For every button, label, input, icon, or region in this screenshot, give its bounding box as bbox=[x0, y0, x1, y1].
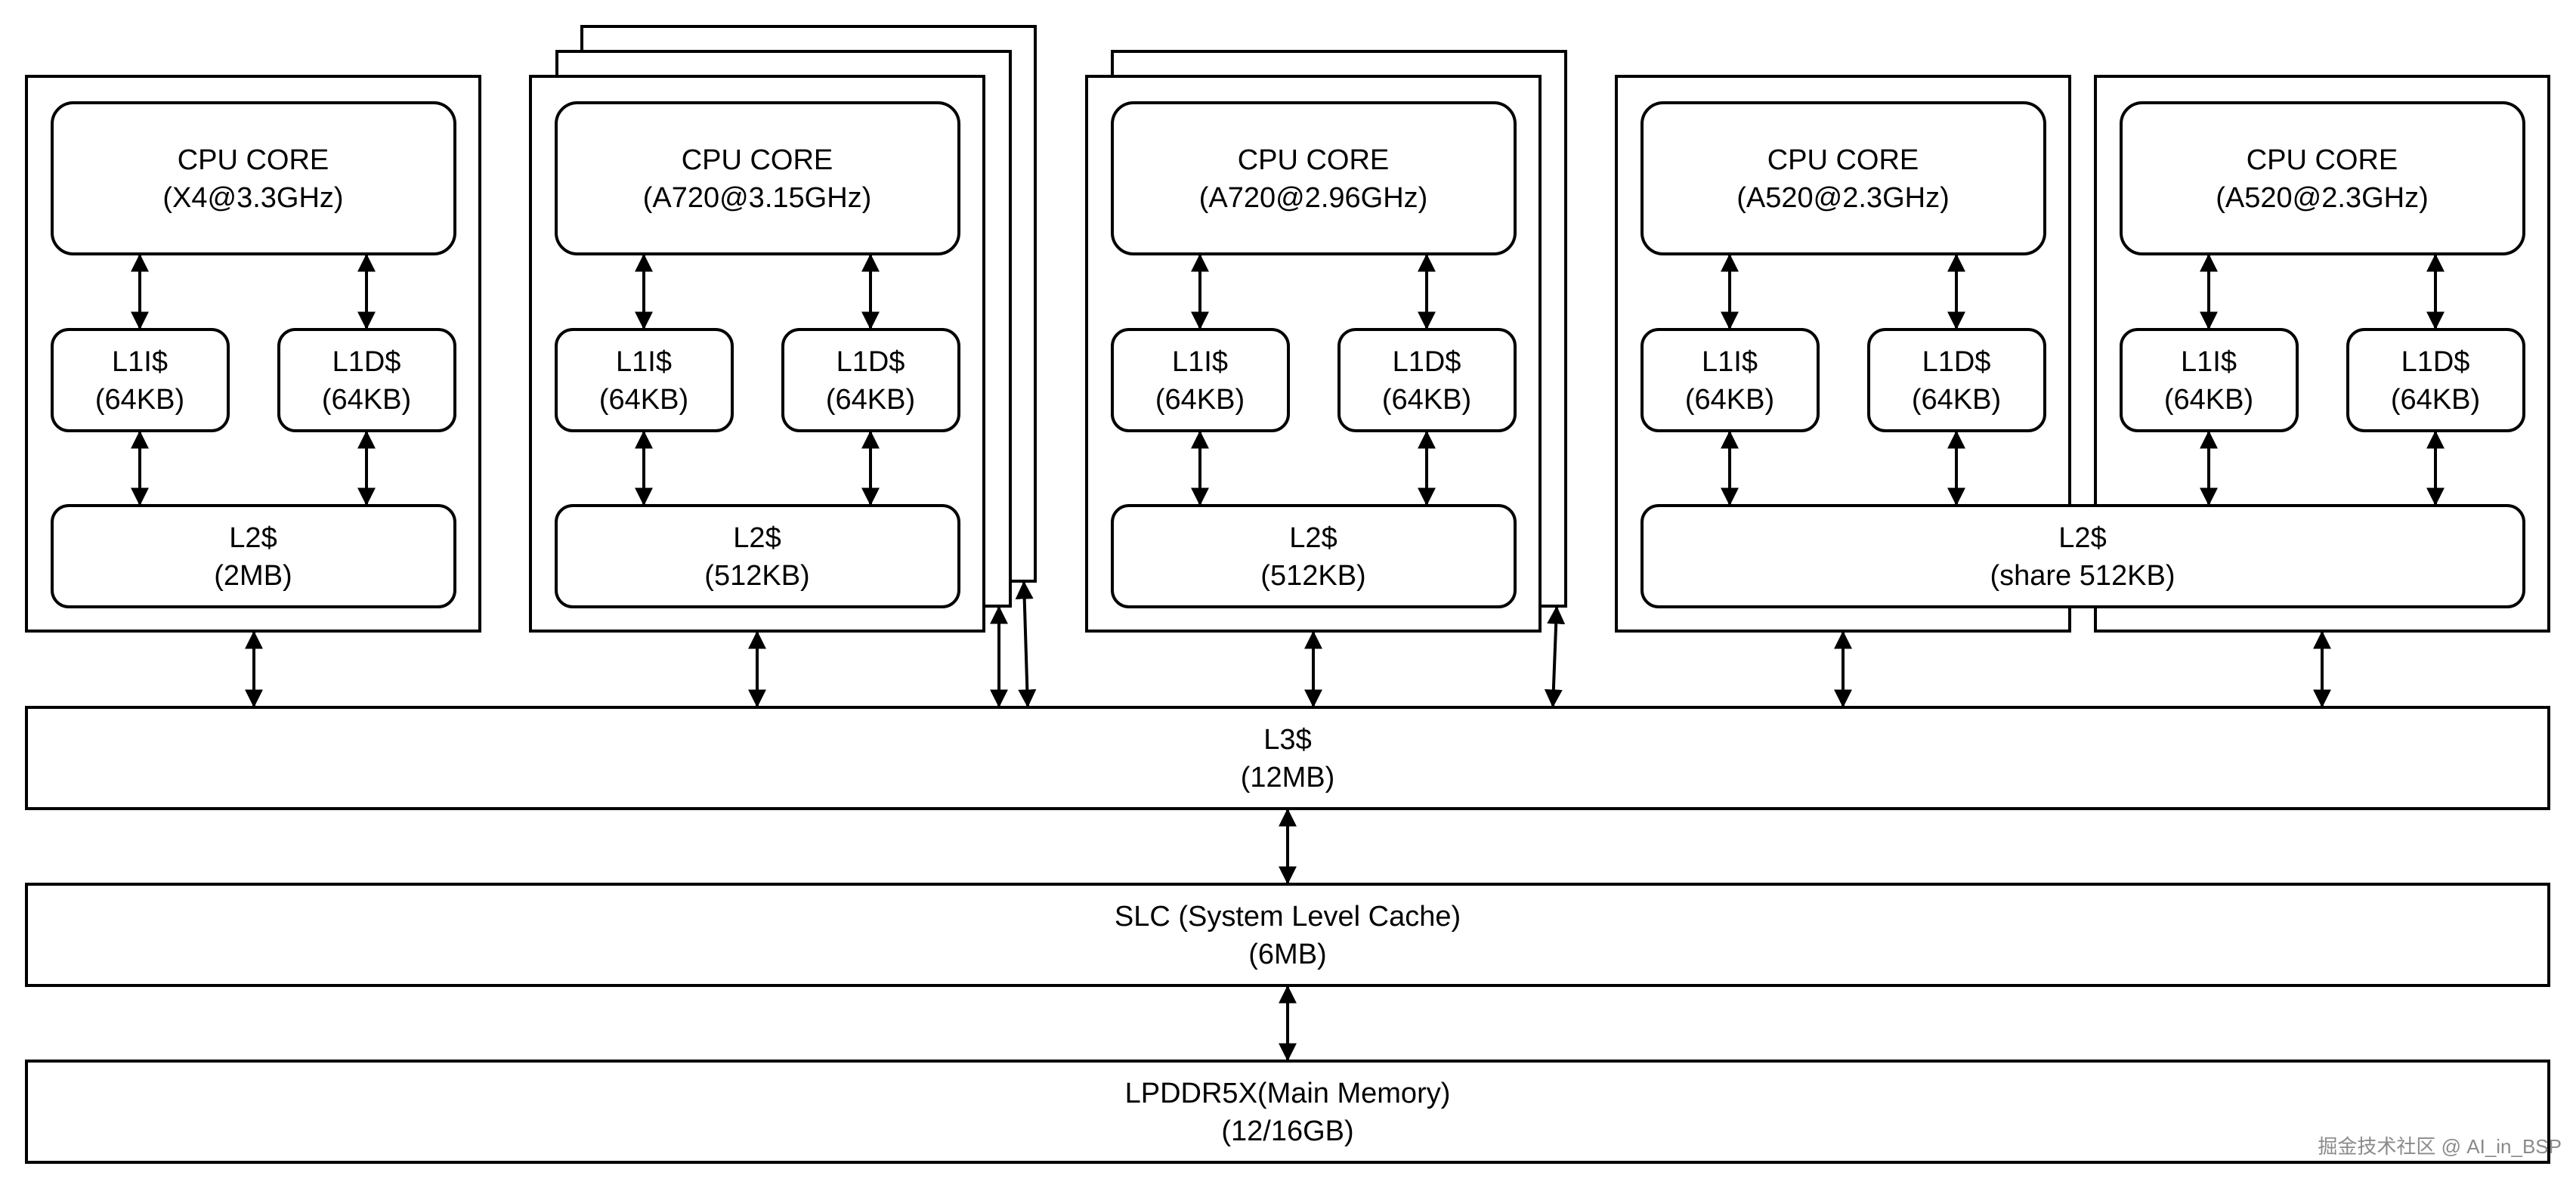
l1i-cache-label: L1I$ bbox=[2181, 346, 2237, 378]
shared-l2-cache-label: L2$ bbox=[2058, 522, 2106, 554]
main-memory-size: (12/16GB) bbox=[1221, 1115, 1353, 1147]
l1i-cache-size: (64KB) bbox=[599, 384, 688, 416]
system-level-cache: SLC (System Level Cache) (6MB) bbox=[25, 883, 2550, 987]
l1i-cache-label: L1I$ bbox=[1702, 346, 1758, 378]
l3-cache-label: L3$ bbox=[1263, 724, 1311, 756]
l2-cache-size: (2MB) bbox=[214, 560, 292, 592]
l2-cache-label: L2$ bbox=[229, 522, 277, 554]
cluster-x4: CPU CORE (X4@3.3GHz) L1I$ (64KB) L1D$ (6… bbox=[25, 75, 481, 633]
arrow-cluster-l3 bbox=[1544, 605, 1566, 708]
l2-cache-size: (512KB) bbox=[704, 560, 809, 592]
cpu-core-label: CPU CORE bbox=[682, 144, 833, 176]
cpu-core-spec: (A720@3.15GHz) bbox=[643, 182, 872, 214]
slc-box bbox=[25, 883, 2550, 987]
l1d-cache-size: (64KB) bbox=[2391, 384, 2480, 416]
cpu-core-box bbox=[1111, 101, 1517, 255]
l1i-cache-size: (64KB) bbox=[2164, 384, 2253, 416]
connector-arrows bbox=[131, 253, 2445, 1062]
main-memory-box bbox=[25, 1060, 2550, 1164]
cpu-core-spec: (A520@2.3GHz) bbox=[2216, 182, 2428, 214]
cluster-a720-2-96: CPU CORE (A720@2.96GHz) L1I$ (64KB) L1D$… bbox=[1085, 75, 1542, 633]
l1d-cache-label: L1D$ bbox=[1393, 346, 1461, 378]
cpu-core-box bbox=[51, 101, 456, 255]
slc-label: SLC (System Level Cache) bbox=[1115, 901, 1461, 933]
cpu-core-label: CPU CORE bbox=[178, 144, 329, 176]
l1d-cache-label: L1D$ bbox=[1922, 346, 1991, 378]
l1i-cache-label: L1I$ bbox=[616, 346, 672, 378]
watermark: 掘金技术社区 @ AI_in_BSP bbox=[2318, 1135, 2562, 1158]
l1i-cache-size: (64KB) bbox=[1685, 384, 1774, 416]
cpu-core-spec: (A720@2.96GHz) bbox=[1199, 182, 1428, 214]
l1i-cache-size: (64KB) bbox=[1155, 384, 1245, 416]
cluster-a720-3-15: CPU CORE (A720@3.15GHz) L1I$ (64KB) L1D$… bbox=[529, 75, 985, 633]
l3-cache-box bbox=[25, 706, 2550, 810]
cpu-core-spec: (X4@3.3GHz) bbox=[162, 182, 343, 214]
cpu-core-label: CPU CORE bbox=[1767, 144, 1919, 176]
cpu-core-box bbox=[555, 101, 960, 255]
l2-cache-label: L2$ bbox=[1289, 522, 1337, 554]
main-memory-label: LPDDR5X(Main Memory) bbox=[1125, 1078, 1451, 1109]
arrow-cluster-l3 bbox=[1015, 580, 1037, 708]
l2-cache-size: (512KB) bbox=[1260, 560, 1365, 592]
l1d-cache-label: L1D$ bbox=[2401, 346, 2470, 378]
l1d-cache-label: L1D$ bbox=[332, 346, 401, 378]
cpu-core-label: CPU CORE bbox=[2247, 144, 2398, 176]
l2-cache-label: L2$ bbox=[733, 522, 781, 554]
l1d-cache-size: (64KB) bbox=[826, 384, 915, 416]
slc-size: (6MB) bbox=[1248, 939, 1326, 970]
l2-cache-box bbox=[1111, 504, 1517, 608]
main-memory: LPDDR5X(Main Memory) (12/16GB) bbox=[25, 1060, 2550, 1164]
l1d-cache-size: (64KB) bbox=[322, 384, 411, 416]
l2-cache-box bbox=[51, 504, 456, 608]
l1i-cache-size: (64KB) bbox=[95, 384, 184, 416]
l1d-cache-size: (64KB) bbox=[1912, 384, 2001, 416]
shared-l2-cache-size: (share 512KB) bbox=[1990, 560, 2175, 592]
shared-l2-cache: L2$ (share 512KB) bbox=[1641, 504, 2525, 608]
cpu-core-label: CPU CORE bbox=[1238, 144, 1390, 176]
cpu-core-box bbox=[1641, 101, 2046, 255]
l2-cache-box bbox=[555, 504, 960, 608]
l1d-cache-size: (64KB) bbox=[1382, 384, 1471, 416]
l3-cache: L3$ (12MB) bbox=[25, 706, 2550, 810]
l1i-cache-label: L1I$ bbox=[112, 346, 168, 378]
shared-l2-cache-box bbox=[1641, 504, 2525, 608]
l1i-cache-label: L1I$ bbox=[1172, 346, 1228, 378]
l3-cache-size: (12MB) bbox=[1241, 762, 1335, 794]
cpu-core-box bbox=[2120, 101, 2525, 255]
cpu-core-spec: (A520@2.3GHz) bbox=[1736, 182, 1949, 214]
l1d-cache-label: L1D$ bbox=[837, 346, 905, 378]
